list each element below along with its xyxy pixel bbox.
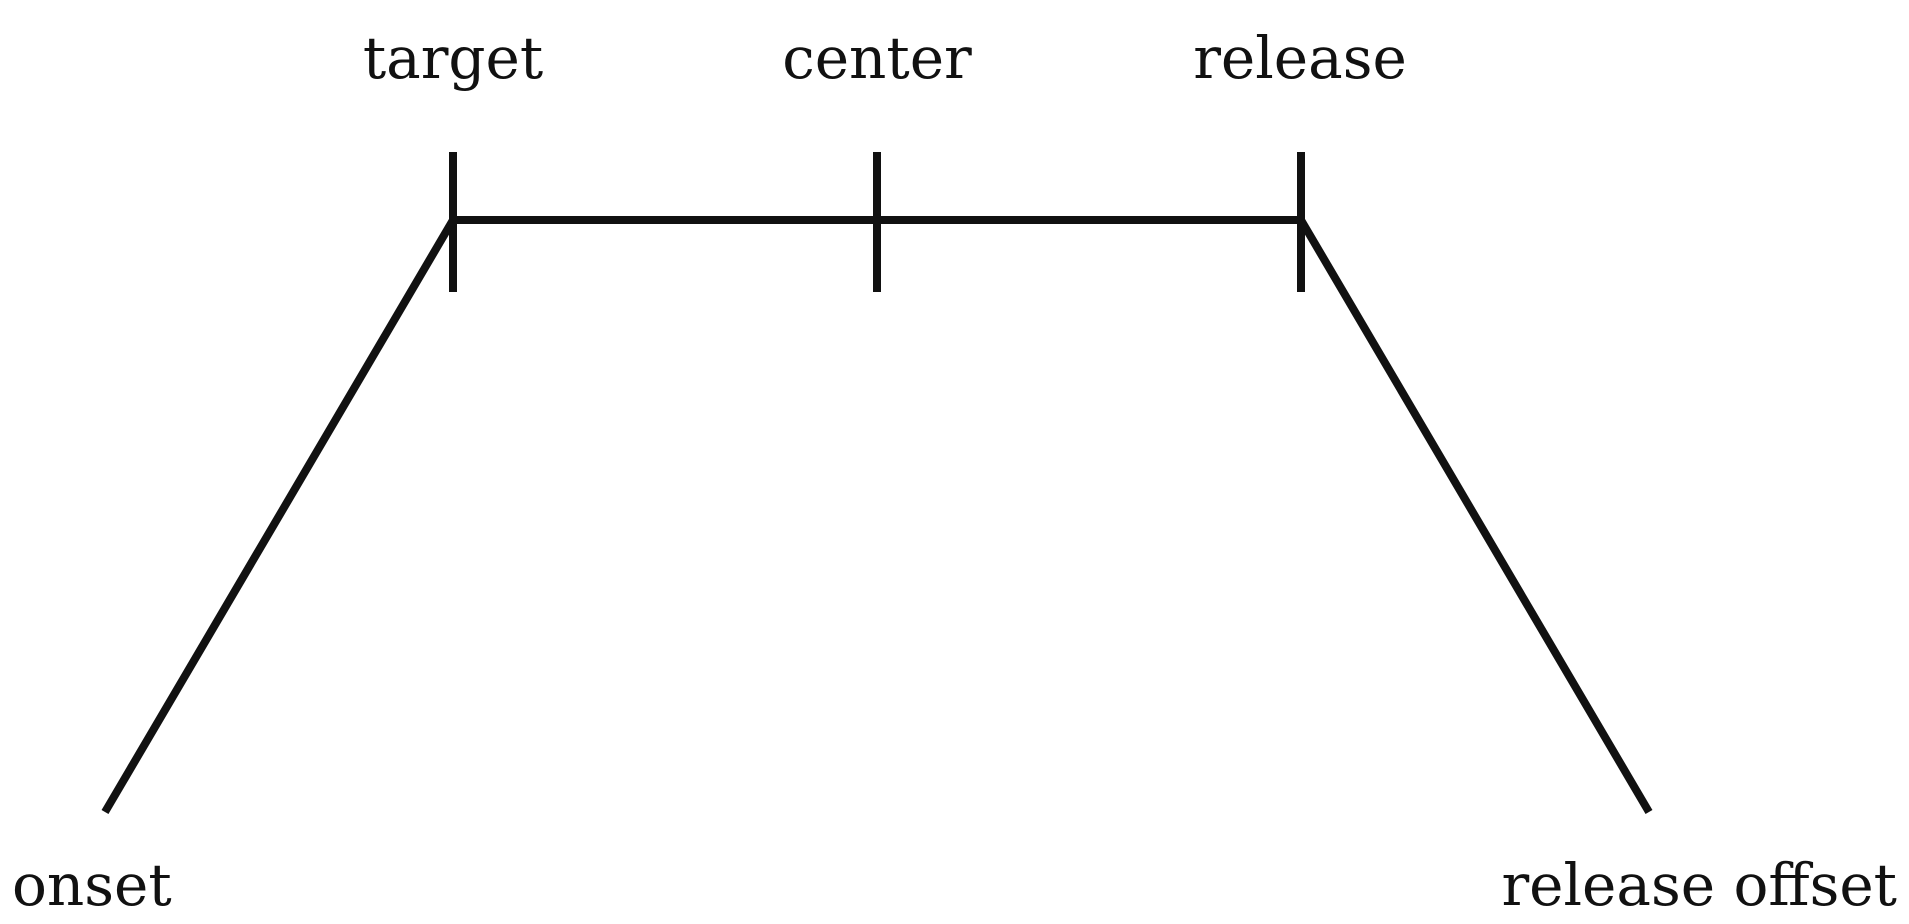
onset-label: onset: [12, 851, 172, 919]
release-ramp-line: [1297, 217, 1653, 815]
target-label: target: [363, 24, 543, 92]
release-offset-label: release offset: [1501, 851, 1897, 919]
center-label: center: [782, 24, 972, 92]
release-label: release: [1193, 24, 1407, 92]
onset-ramp-line: [101, 217, 457, 815]
